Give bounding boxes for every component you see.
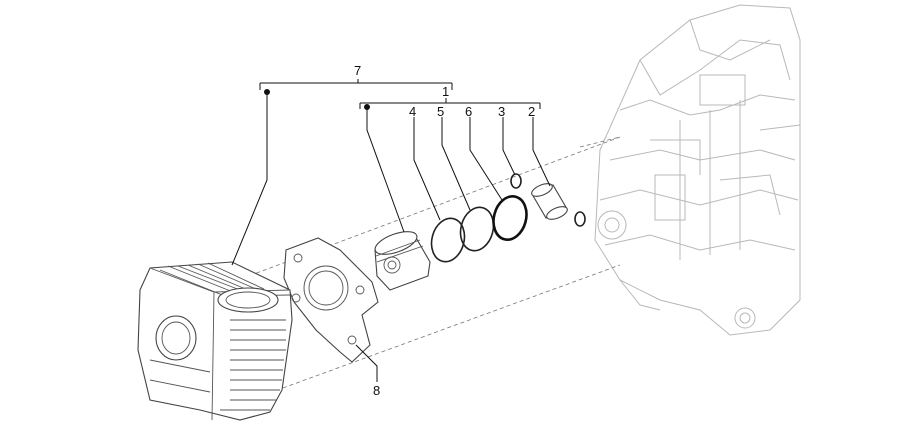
callout-2: 2: [528, 104, 535, 119]
callout-1: 1: [442, 84, 449, 99]
callout-6: 6: [465, 104, 472, 119]
cylinder-gasket: [283, 237, 379, 363]
callout-8: 8: [373, 383, 380, 398]
callout-3: 3: [498, 104, 505, 119]
callout-leaders: [231, 79, 551, 382]
piston-ring-5: [459, 206, 495, 252]
piston-rings: [430, 195, 528, 263]
wrist-pin-assembly: [510, 173, 586, 227]
callout-4: 4: [409, 104, 416, 119]
assembly-axis-lines: [229, 136, 621, 401]
circlip: [574, 211, 586, 227]
callout-7: 7: [354, 63, 361, 78]
callout-labels: 7 1 4 5 6 3 2 8: [354, 63, 535, 398]
engine-crankcase-ghost: [594, 4, 801, 336]
piston: [374, 231, 431, 291]
circlip-3: [510, 173, 522, 189]
callout-5: 5: [437, 104, 444, 119]
wrist-pin-2: [531, 183, 568, 220]
piston-ring-6: [492, 195, 528, 241]
cylinder-barrel: [137, 261, 293, 421]
